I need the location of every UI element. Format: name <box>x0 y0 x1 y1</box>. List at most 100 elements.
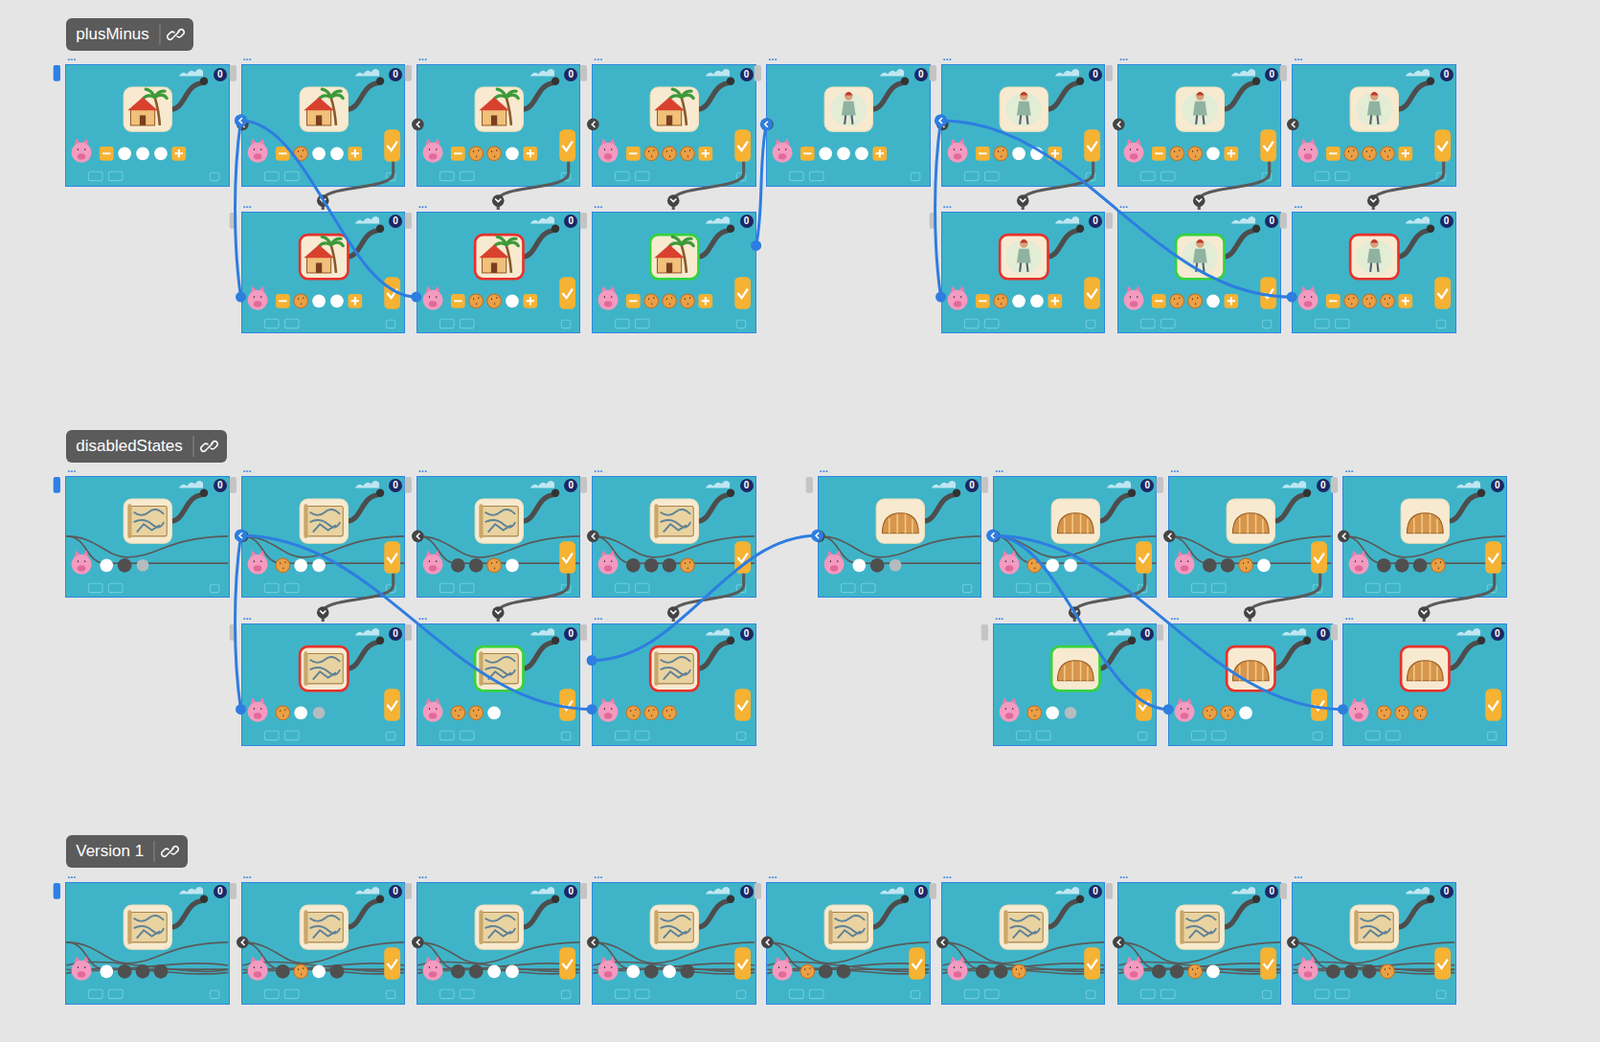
pig-body <box>71 553 92 574</box>
link-start-chevron <box>815 532 819 539</box>
person-head <box>1019 239 1028 248</box>
cookie-chips <box>648 150 654 157</box>
pig-eyes <box>778 966 787 969</box>
link-icon <box>153 834 188 868</box>
cable-wire <box>923 494 953 520</box>
cloud-wave <box>879 886 904 895</box>
check-button <box>383 946 401 980</box>
toolbar-icon <box>615 730 631 740</box>
toolbar-icon <box>1160 171 1175 181</box>
count-badge: 0 <box>1140 627 1154 641</box>
step-sign <box>1154 152 1163 155</box>
picture-card <box>1401 646 1450 691</box>
dark-slot <box>1151 964 1167 979</box>
toolbar-icon <box>984 171 999 181</box>
empty-slot <box>1206 964 1220 978</box>
toolbar-icon <box>1192 583 1207 592</box>
frame-tab <box>228 624 236 641</box>
toolbar-icon <box>984 989 999 998</box>
cable-wire <box>1397 229 1428 256</box>
house-roof <box>303 97 334 112</box>
toolbar-icon <box>284 583 299 592</box>
check-button <box>734 688 751 722</box>
toolbar-icon <box>561 731 570 740</box>
frame-name: ... <box>942 51 953 63</box>
cookie-chips <box>473 150 479 157</box>
count-badge: 0 <box>740 67 754 82</box>
screen-illustration <box>592 212 756 334</box>
count-badge: 0 <box>1440 884 1454 899</box>
toolbar-icon <box>1036 583 1051 592</box>
step-button <box>698 146 714 161</box>
step-button <box>1047 293 1062 309</box>
map-roll <box>1003 909 1008 945</box>
state-chevron <box>1421 609 1428 613</box>
state-knob <box>1367 194 1380 207</box>
cable-plug <box>726 636 735 645</box>
toolbar-icon <box>634 583 650 592</box>
cable-wire <box>1397 901 1428 927</box>
pig-snout <box>1354 564 1363 571</box>
step-button <box>1326 146 1341 161</box>
house-wall <box>131 109 156 126</box>
nav-knob <box>761 118 774 132</box>
cable-wire <box>1222 229 1253 256</box>
nav-chevron <box>1291 121 1295 128</box>
toolbar-icon <box>89 171 104 181</box>
pig-snout <box>428 153 437 159</box>
map-sheet <box>1356 911 1395 942</box>
frame-tab <box>928 212 936 229</box>
map-roll <box>653 651 658 686</box>
frame-tab <box>1330 624 1338 641</box>
cloud-wave <box>879 68 904 77</box>
pig-body <box>1298 960 1319 981</box>
step-sign <box>629 152 637 155</box>
cable-plug <box>1075 77 1083 86</box>
check-mark <box>386 552 397 562</box>
empty-slot <box>118 147 133 161</box>
cookie-chips <box>1398 709 1405 716</box>
pig-eyes <box>604 966 612 969</box>
cookie-chips <box>279 562 286 568</box>
cookie-token <box>450 705 466 721</box>
check-button <box>1434 276 1451 310</box>
cable-wire <box>346 642 377 669</box>
cookie-token <box>1380 964 1396 979</box>
screen-illustration <box>1343 476 1507 598</box>
map-roll <box>829 909 834 945</box>
cable-wire <box>171 901 202 927</box>
step-button <box>1223 293 1239 309</box>
cookie-token <box>1027 558 1042 573</box>
cloud-wave <box>1405 216 1430 225</box>
cookie-chips <box>648 297 654 304</box>
palm-leaves <box>494 89 519 99</box>
empty-slot <box>100 964 114 978</box>
cookie-chips <box>297 968 304 974</box>
nav-chevron <box>241 938 245 945</box>
house-roof <box>303 244 334 258</box>
check-mark <box>562 288 572 297</box>
check-button <box>1310 540 1328 574</box>
person-hair <box>1019 91 1028 96</box>
state-knob <box>492 194 505 207</box>
nav-chevron <box>591 532 595 539</box>
cable-plug <box>375 224 384 232</box>
screen-frame: ...0 <box>416 211 582 335</box>
cable-plug <box>375 636 384 645</box>
toolbar-icon <box>264 318 279 328</box>
cable-plug <box>375 77 384 86</box>
pig-body <box>1124 142 1145 163</box>
step-button <box>1151 146 1167 161</box>
step-button <box>1398 146 1414 161</box>
cookie-chips <box>1435 562 1442 568</box>
frame-name: ... <box>1118 51 1129 63</box>
cookie-chips <box>1348 150 1354 157</box>
cloud-wave <box>354 68 379 77</box>
cloud-wave <box>1405 68 1430 77</box>
cable-wire <box>346 494 377 520</box>
toolbar-icon <box>284 989 299 998</box>
count-badge: 0 <box>388 67 403 82</box>
dark-slot <box>1376 558 1392 573</box>
cookie-token <box>292 964 308 979</box>
count-badge: 0 <box>1264 67 1279 82</box>
